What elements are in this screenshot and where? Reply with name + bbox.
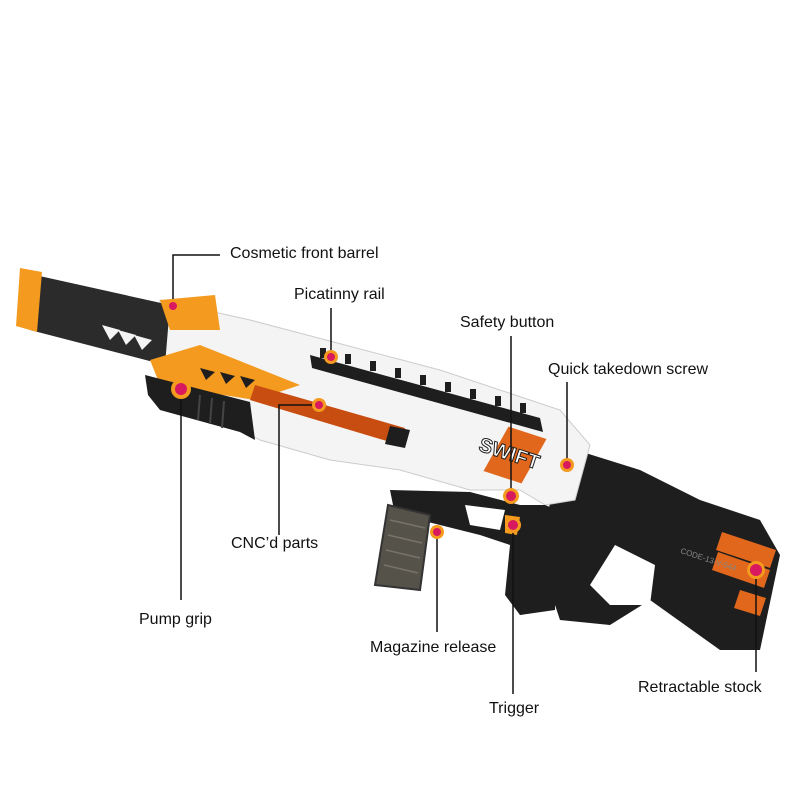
- line-cncd-parts: [278, 404, 319, 535]
- label-cosmetic-front-barrel: Cosmetic front barrel: [230, 245, 379, 262]
- label-trigger: Trigger: [489, 700, 540, 717]
- label-cncd-parts: CNC’d parts: [231, 535, 319, 552]
- line-cosmetic-front-barrel: [172, 254, 220, 306]
- label-retractable-stock: Retractable stock: [638, 679, 762, 696]
- callout-lines: [172, 254, 757, 694]
- marker-trigger: [505, 517, 521, 533]
- pistol-grip: [510, 540, 555, 615]
- orange-rail-vents: [200, 368, 255, 388]
- label-magazine-release: Magazine release: [370, 639, 497, 656]
- marker-magazine-release: [430, 525, 444, 539]
- marker-cosmetic-front-barrel: [166, 299, 180, 313]
- label-pump-grip: Pump grip: [139, 611, 212, 628]
- callout-markers: [166, 299, 765, 579]
- barrel-tip: [16, 268, 42, 332]
- stock-body: [540, 445, 780, 650]
- label-picatinny-rail: Picatinny rail: [294, 286, 385, 303]
- pump-grip-ribs: [197, 394, 225, 429]
- marker-cncd-parts: [312, 398, 326, 412]
- stock-cutout: [590, 545, 655, 605]
- picatinny-rail-graphic: [310, 348, 543, 432]
- marker-retractable-stock: [747, 561, 765, 579]
- barrel-vents: [102, 325, 152, 350]
- magazine-ridges: [383, 519, 426, 574]
- marker-safety-button: [503, 488, 519, 504]
- front-orange-block: [160, 295, 220, 330]
- magazine: [373, 503, 432, 592]
- marker-quick-takedown-screw: [560, 458, 574, 472]
- marker-pump-grip: [171, 379, 191, 399]
- label-quick-takedown-screw: Quick takedown screw: [548, 361, 709, 378]
- marker-picatinny-rail: [324, 350, 338, 364]
- cnc-rod: [250, 385, 405, 445]
- label-safety-button: Safety button: [460, 314, 555, 331]
- swift-badge: SWIFT: [476, 426, 547, 484]
- cnc-rod-end: [385, 426, 410, 448]
- lower-receiver: [390, 490, 570, 615]
- trigger-guard-opening: [465, 505, 505, 530]
- front-barrel: [30, 275, 170, 365]
